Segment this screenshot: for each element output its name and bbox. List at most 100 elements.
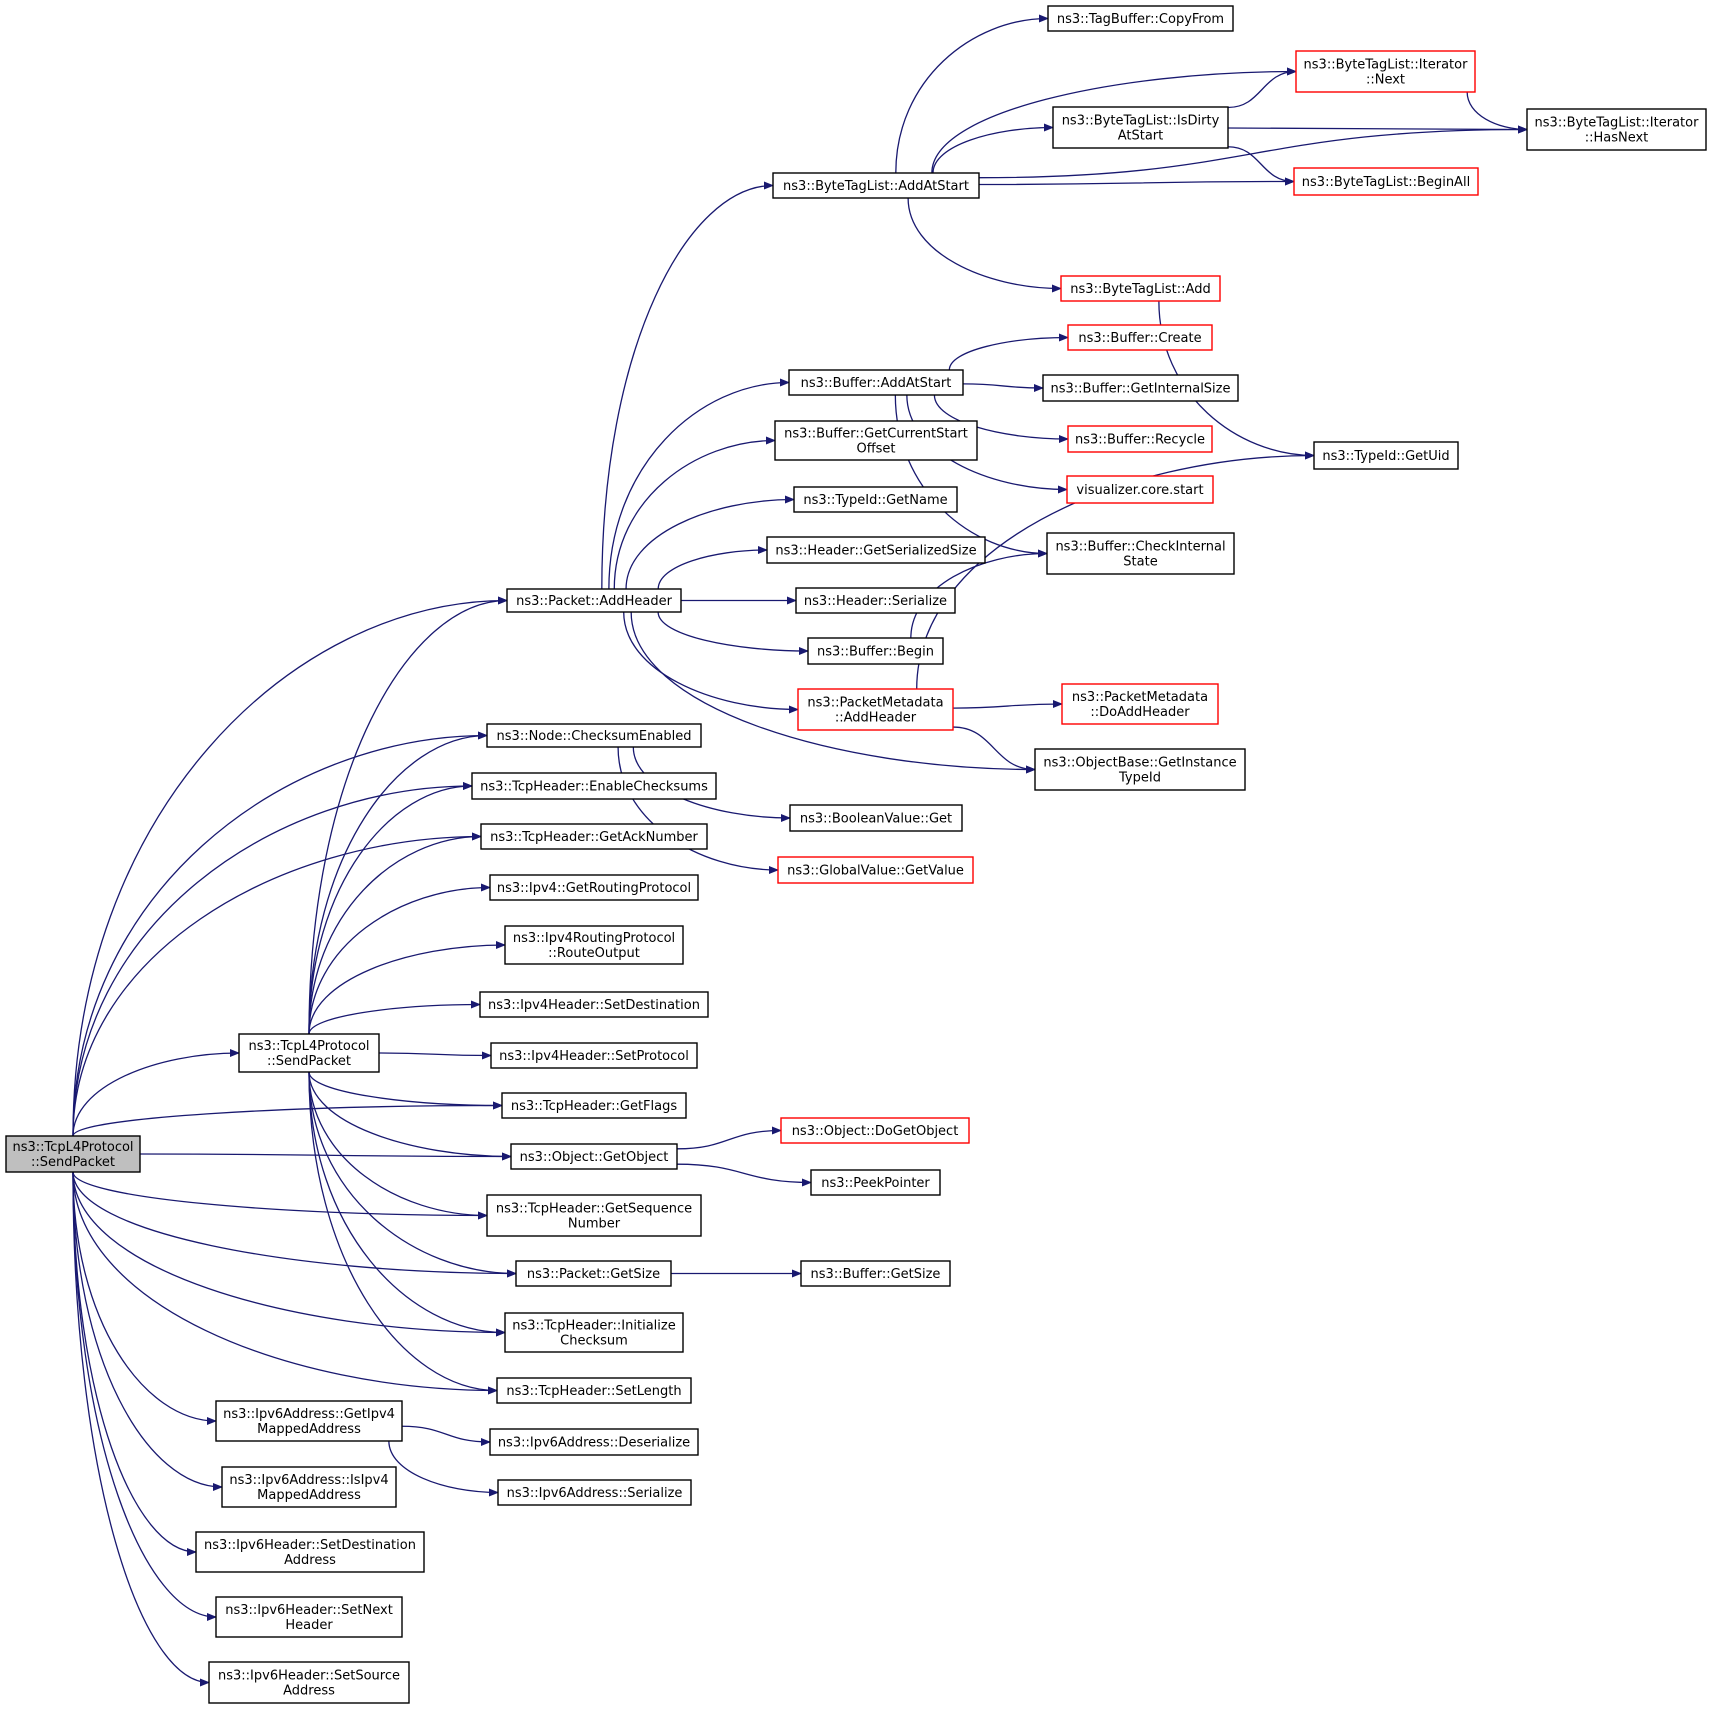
edge-bytetaglist_addatstart-to-bytetaglist_iterator_next [931,67,1297,174]
node-ipv4_getroutingprotocol[interactable]: ns3::Ipv4::GetRoutingProtocol [489,874,699,901]
node-ipv4h_setprotocol[interactable]: ns3::Ipv4Header::SetProtocol [490,1042,698,1069]
node-visualizer_core_start[interactable]: visualizer.core.start [1066,475,1214,504]
node-buffer_getsize[interactable]: ns3::Buffer::GetSize [800,1260,951,1287]
edge-root-to-packet_getsize [72,1171,517,1278]
node-label: ns3::Ipv6Address::Deserialize [498,1436,690,1451]
node-box [797,688,954,731]
node-buffer_create[interactable]: ns3::Buffer::Create [1067,324,1213,351]
edge-tcp_sendpacket2-to-tcph_getflags [308,1071,503,1110]
node-ipv6addr_deserialize[interactable]: ns3::Ipv6Address::Deserialize [489,1428,699,1456]
node-label: Address [283,1684,335,1699]
node-label: ::AddHeader [835,711,917,726]
node-object_getobject[interactable]: ns3::Object::GetObject [510,1143,678,1170]
node-label: ns3::ByteTagList::Iterator [1304,58,1469,73]
node-box [489,1428,699,1456]
edge-root-to-packet_addheader [72,596,508,1137]
node-label: ns3::Packet::GetSize [527,1267,660,1282]
node-label: ns3::GlobalValue::GetValue [787,864,964,879]
node-label: ns3::Ipv4RoutingProtocol [513,931,675,946]
edge-packet_addheader-to-bytetaglist_addatstart [601,181,774,590]
node-tcph_enablechecksums[interactable]: ns3::TcpHeader::EnableChecksums [471,772,717,800]
node-header_getserializedsize[interactable]: ns3::Header::GetSerializedSize [766,536,986,564]
node-typeid_getname[interactable]: ns3::TypeId::GetName [793,486,958,513]
edge-packet_addheader-to-buffer_begin [657,611,809,655]
node-bytetaglist_addatstart[interactable]: ns3::ByteTagList::AddAtStart [772,172,980,199]
node-bytetaglist_iterator_next[interactable]: ns3::ByteTagList::Iterator::Next [1295,50,1476,93]
node-buffer_addatstart[interactable]: ns3::Buffer::AddAtStart [788,369,964,396]
node-box [1313,441,1459,470]
node-packet_addheader[interactable]: ns3::Packet::AddHeader [506,588,682,613]
node-packetmetadata_doaddheader[interactable]: ns3::PacketMetadata::DoAddHeader [1061,683,1219,725]
node-node_checksumenabled[interactable]: ns3::Node::ChecksumEnabled [486,723,702,748]
node-label: ns3::TcpL4Protocol [12,1140,133,1155]
node-label: ns3::Buffer::GetSize [811,1267,941,1282]
node-label: ns3::TypeId::GetName [803,493,947,508]
node-label: ::Next [1366,73,1405,88]
node-header_serialize[interactable]: ns3::Header::Serialize [795,587,956,614]
edge-root-to-tcph_setlength [72,1171,498,1395]
node-box [1067,324,1213,351]
node-bytetaglist_iterator_hasnext[interactable]: ns3::ByteTagList::Iterator::HasNext [1526,108,1707,151]
edge-root-to-ipv6h_setnextheader [72,1171,217,1621]
node-ipv4rp_routeoutput[interactable]: ns3::Ipv4RoutingProtocol::RouteOutput [504,925,684,965]
node-tcph_getacknumber[interactable]: ns3::TcpHeader::GetAckNumber [480,823,708,850]
node-tcph_getflags[interactable]: ns3::TcpHeader::GetFlags [501,1092,687,1119]
edge-bytetaglist_addatstart-to-bytetaglist_beginall [978,177,1295,186]
node-box [504,925,684,965]
node-label: ns3::TypeId::GetUid [1322,449,1449,464]
node-box [1061,683,1219,725]
node-tcp_sendpacket2[interactable]: ns3::TcpL4Protocol::SendPacket [238,1033,380,1073]
edge-bytetaglist_iterator_next-to-bytetaglist_iterator_hasnext [1466,91,1528,134]
node-label: ns3::ByteTagList::Add [1070,282,1210,297]
node-label: ns3::Buffer::GetInternalSize [1051,382,1231,397]
edge-object_getobject-to-peekpointer [676,1163,812,1187]
node-label: ns3::Buffer::Recycle [1075,433,1205,448]
edge-tcp_sendpacket2-to-packet_getsize [308,1071,517,1278]
node-box [1046,532,1235,575]
node-label: ns3::TcpHeader::GetSequence [496,1202,692,1217]
node-tcph_setlength[interactable]: ns3::TcpHeader::SetLength [496,1377,692,1404]
node-object_dogetobject[interactable]: ns3::Object::DoGetObject [780,1117,970,1144]
node-bytetaglist_add[interactable]: ns3::ByteTagList::Add [1060,275,1221,302]
node-box [1042,374,1239,402]
edge-buffer_addatstart-to-visualizer_core_start [906,394,1068,494]
edge-tcp_sendpacket2-to-tcph_enablechecksums [308,782,473,1035]
node-ipv4h_setdestination[interactable]: ns3::Ipv4Header::SetDestination [479,991,709,1018]
node-packet_getsize[interactable]: ns3::Packet::GetSize [515,1260,672,1287]
edge-packet_addheader-to-header_getserializedsize [657,546,768,590]
node-booleanvalue_get[interactable]: ns3::BooleanValue::Get [789,804,963,832]
node-buffer_getinternalsize[interactable]: ns3::Buffer::GetInternalSize [1042,374,1239,402]
edge-packetmetadata_addheader-to-objectbase_getinstancetypeid [952,726,1036,774]
node-packetmetadata_addheader[interactable]: ns3::PacketMetadata::AddHeader [797,688,954,731]
node-box [504,1312,684,1353]
node-buffer_recycle[interactable]: ns3::Buffer::Recycle [1067,425,1213,453]
node-globalvalue_getvalue[interactable]: ns3::GlobalValue::GetValue [777,856,974,884]
node-label: ns3::Ipv4::GetRoutingProtocol [497,881,691,896]
node-label: ns3::ByteTagList::IsDirty [1062,114,1220,129]
edge-root-to-tcph_enablechecksums [72,782,473,1137]
node-label: ns3::Header::Serialize [804,594,947,609]
node-typeid_getuid[interactable]: ns3::TypeId::GetUid [1313,441,1459,470]
edge-root-to-ipv6h_setsource [72,1171,210,1687]
node-label: ns3::TcpHeader::SetLength [506,1384,681,1399]
node-buffer_begin[interactable]: ns3::Buffer::Begin [807,637,944,665]
node-label: ns3::Buffer::CheckInternal [1055,540,1225,555]
edge-tcp_sendpacket2-to-tcph_getsequencenumber [308,1071,488,1220]
node-ipv6addr_serialize[interactable]: ns3::Ipv6Address::Serialize [497,1479,692,1506]
node-box [793,486,958,513]
node-tagbuffer_copyfrom[interactable]: ns3::TagBuffer::CopyFrom [1047,5,1234,32]
node-box [795,587,956,614]
node-bytetaglist_beginall[interactable]: ns3::ByteTagList::BeginAll [1293,167,1479,196]
node-peekpointer[interactable]: ns3::PeekPointer [810,1169,941,1196]
